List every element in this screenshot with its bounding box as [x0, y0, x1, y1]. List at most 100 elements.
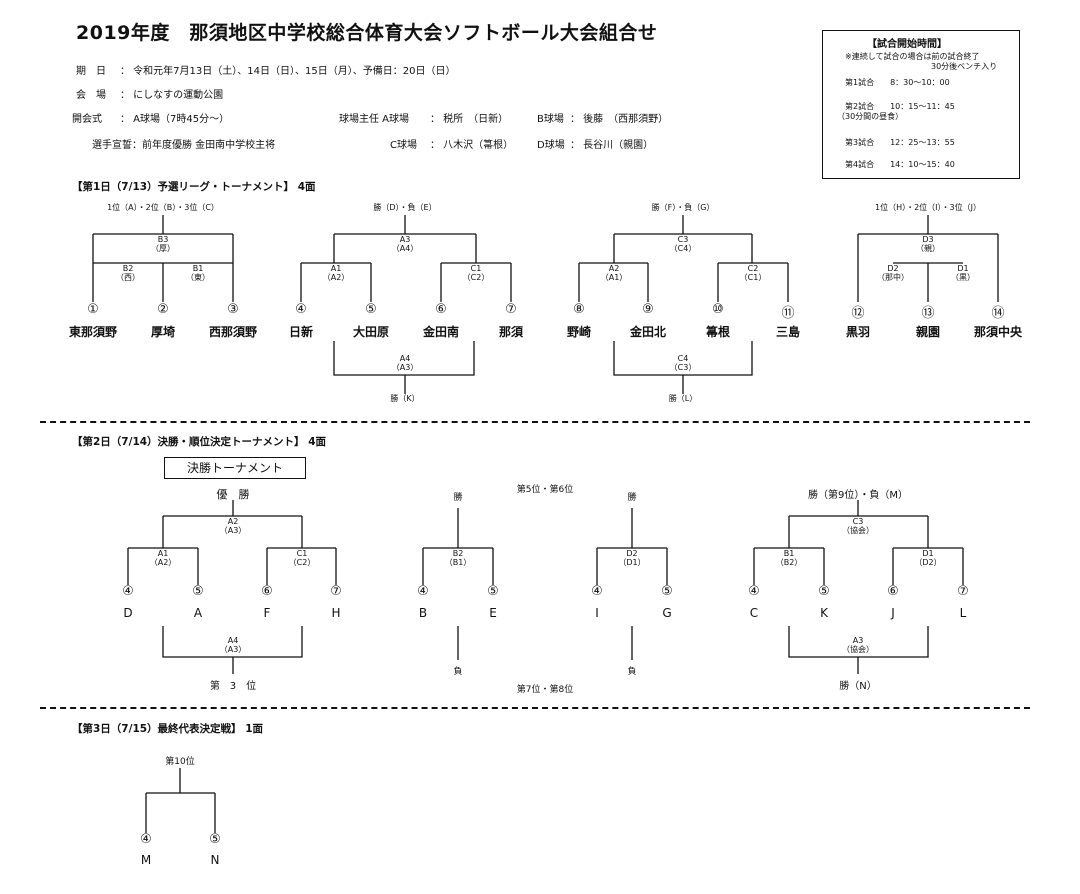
day2-header: 【第2日（7/14）決勝・順位決定トーナメント】 4面: [72, 436, 327, 448]
umpire-b-label: B球場: [537, 114, 564, 125]
d1-game-b1: B1（東）: [186, 264, 210, 283]
d2-seed: ④: [417, 584, 429, 599]
d1-top-d: 1位（H）・2位（I）・3位（J）: [874, 203, 982, 212]
d1-team: 三島: [775, 325, 801, 339]
umpire-a-label: 球場主任 A球場: [339, 114, 410, 125]
d2-game-c3: C3（協会）: [842, 517, 874, 536]
venue-label: 会 場: [76, 90, 106, 101]
times-note2: 30分後ベンチ入り: [931, 62, 998, 71]
d2-seed: ④: [591, 584, 603, 599]
d2-game-a2: A2（A3）: [219, 517, 247, 536]
d3-slot: M: [140, 853, 152, 867]
d2-fifth-sixth: 第5位・第6位: [516, 485, 574, 495]
d1-game-c3: C3（C4）: [669, 235, 697, 254]
umpire-d: ： 長谷川（親園）: [570, 140, 654, 151]
d1-seed: ⑧: [573, 302, 585, 317]
day1-header: 【第1日（7/13）予選リーグ・トーナメント】 4面: [72, 181, 316, 193]
d1-game-b3: B3（厚）: [151, 235, 175, 254]
d1-seed: ⑩: [712, 302, 724, 317]
d2-slot: K: [820, 606, 828, 620]
venue-value: ： にしなすの運動公園: [120, 90, 224, 101]
d1-team: 箒根: [705, 325, 731, 339]
d1-win-k: 勝（K）: [390, 394, 420, 403]
d2-seed: ⑤: [661, 584, 673, 599]
d1-game-d1: D1（黒）: [951, 264, 975, 283]
d2-slot: A: [193, 606, 203, 620]
d2-game-c1: C1（C2）: [288, 549, 316, 568]
d1-seed: ②: [157, 302, 169, 317]
d1-game-a3: A3（A4）: [391, 235, 419, 254]
times-note1: ※連続して試合の場合は前の試合終了: [845, 52, 980, 61]
d2-seed: ④: [748, 584, 760, 599]
d1-seed: ⑬: [921, 306, 935, 321]
period-label: 期 日: [76, 66, 106, 77]
d1-game-b2: B2（西）: [116, 264, 140, 283]
d2-slot: B: [418, 606, 428, 620]
d2-lose-right: 負: [627, 667, 637, 677]
d1-seed: ③: [227, 302, 239, 317]
d2-champion: 優 勝: [216, 488, 250, 501]
d1-game-d3: D3（親）: [916, 235, 940, 254]
d1-game-c4: C4（C3）: [669, 354, 697, 373]
d1-seed: ⑪: [781, 306, 795, 321]
d1-top-a: 1位（A）・2位（B）・3位（C）: [107, 203, 219, 212]
times-game1: 第1試合 8：30～10：00: [845, 78, 950, 87]
d1-game-d2: D2（那中）: [877, 264, 909, 283]
d1-game-a1: A1（A2）: [322, 264, 350, 283]
d2-seed: ⑥: [887, 584, 899, 599]
d1-team: 金田南: [422, 325, 460, 339]
umpire-a: ： 税所 （日新）: [430, 114, 509, 125]
d2-game-a4: A4（A3）: [219, 636, 247, 655]
d1-team: 大田原: [352, 325, 390, 339]
d1-team: 黒羽: [845, 325, 871, 339]
d2-slot: E: [489, 606, 497, 620]
d1-team: 東那須野: [68, 325, 118, 339]
d1-team: 那須中央: [973, 325, 1023, 339]
final-tournament-label: 決勝トーナメント: [164, 457, 306, 479]
d2-slot: H: [331, 606, 341, 620]
divider-2: [40, 707, 1030, 709]
d1-team: 西那須野: [208, 325, 258, 339]
d3-seed: ⑤: [209, 832, 221, 847]
d1-seed: ⑨: [642, 302, 654, 317]
day3-header: 【第3日（7/15）最終代表決定戦】 1面: [72, 723, 264, 735]
d2-game-a1: A1（A2）: [149, 549, 177, 568]
d2-seed: ⑤: [818, 584, 830, 599]
d1-team: 那須: [498, 325, 524, 339]
d2-win-right: 勝: [627, 493, 637, 503]
d3-slot: N: [210, 853, 220, 867]
d2-slot: J: [891, 606, 895, 620]
d2-seed: ⑤: [192, 584, 204, 599]
d2-seventh-eighth: 第7位・第8位: [516, 685, 574, 695]
d2-top-right: 勝（第9位）・負（M）: [808, 490, 908, 501]
divider-1: [40, 421, 1030, 423]
d1-seed: ④: [295, 302, 307, 317]
d2-slot: F: [263, 606, 271, 620]
d1-seed: ⑤: [365, 302, 377, 317]
d1-seed: ⑭: [991, 306, 1005, 321]
d2-game-b2: B2（B1）: [444, 549, 472, 568]
d1-game-a4: A4（A3）: [391, 354, 419, 373]
d1-team: 厚埼: [150, 325, 176, 339]
d1-game-c2: C2（C1）: [739, 264, 767, 283]
oath-text: 選手宣誓：前年度優勝 金田南中学校主将: [92, 140, 276, 151]
d1-seed: ⑥: [435, 302, 447, 317]
d1-game-a2: A2（A1）: [600, 264, 628, 283]
d1-game-c1: C1（C2）: [462, 264, 490, 283]
d1-top-c: 勝（F）・負（G）: [651, 203, 715, 212]
d2-game-b1: B1（B2）: [775, 549, 803, 568]
d1-top-b: 勝（D）・負（E）: [373, 203, 437, 212]
times-lunch: （30分間の昼食）: [837, 112, 904, 121]
d2-seed: ④: [122, 584, 134, 599]
d1-team: 親園: [915, 325, 941, 339]
d2-lose-left: 負: [453, 667, 463, 677]
period-value: ： 令和元年7月13日（土）、14日（日）、15日（月）、予備日：20日（日）: [120, 66, 456, 77]
start-times-box: 【試合開始時間】 ※連続して試合の場合は前の試合終了 30分後ベンチ入り 第1試…: [822, 30, 1020, 179]
d2-third: 第 3 位: [209, 681, 257, 692]
opening-label: 開会式: [72, 114, 102, 125]
umpire-d-label: D球場: [537, 140, 565, 151]
d2-slot: D: [123, 606, 133, 620]
umpire-c: ： 八木沢（箒根）: [430, 140, 514, 151]
d2-slot: L: [959, 606, 967, 620]
